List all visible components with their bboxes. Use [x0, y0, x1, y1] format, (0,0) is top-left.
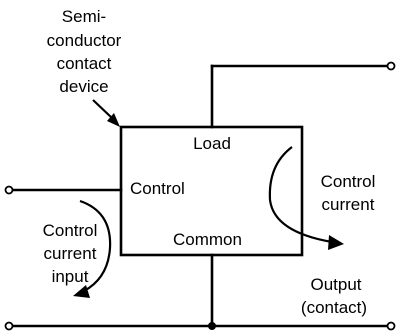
device-pointer-arrow: [92, 99, 113, 119]
load-label: Load: [193, 134, 231, 153]
output-label-line-1: Output: [310, 275, 361, 294]
control-input-curve: [79, 199, 112, 292]
control-current-label-line-2: current: [322, 195, 375, 214]
control-input-arrowhead: [73, 285, 90, 298]
device-pointer-arrowhead: [107, 113, 120, 127]
control-current-curve: [268, 146, 333, 244]
bottom-right-terminal: [386, 321, 396, 331]
control-input-label-line-2: current: [44, 244, 97, 263]
control-label: Control: [130, 179, 185, 198]
control-terminal: [4, 185, 14, 195]
bottom-left-terminal: [4, 321, 14, 331]
control-current-arrowhead: [328, 235, 344, 250]
device-label-line-4: device: [59, 77, 108, 96]
device-label-line-2: conductor: [47, 31, 122, 50]
control-current-label-line-1: Control: [321, 172, 376, 191]
device-label-line-1: Semi-: [62, 7, 106, 26]
control-input-label-line-1: Control: [43, 221, 98, 240]
device-label-line-3: contact: [57, 54, 112, 73]
control-input-label-line-3: input: [52, 267, 89, 286]
common-label: Common: [173, 230, 242, 249]
output-label-line-2: (contact): [301, 298, 367, 317]
junction-dot: [208, 322, 216, 330]
load-terminal: [386, 61, 396, 71]
